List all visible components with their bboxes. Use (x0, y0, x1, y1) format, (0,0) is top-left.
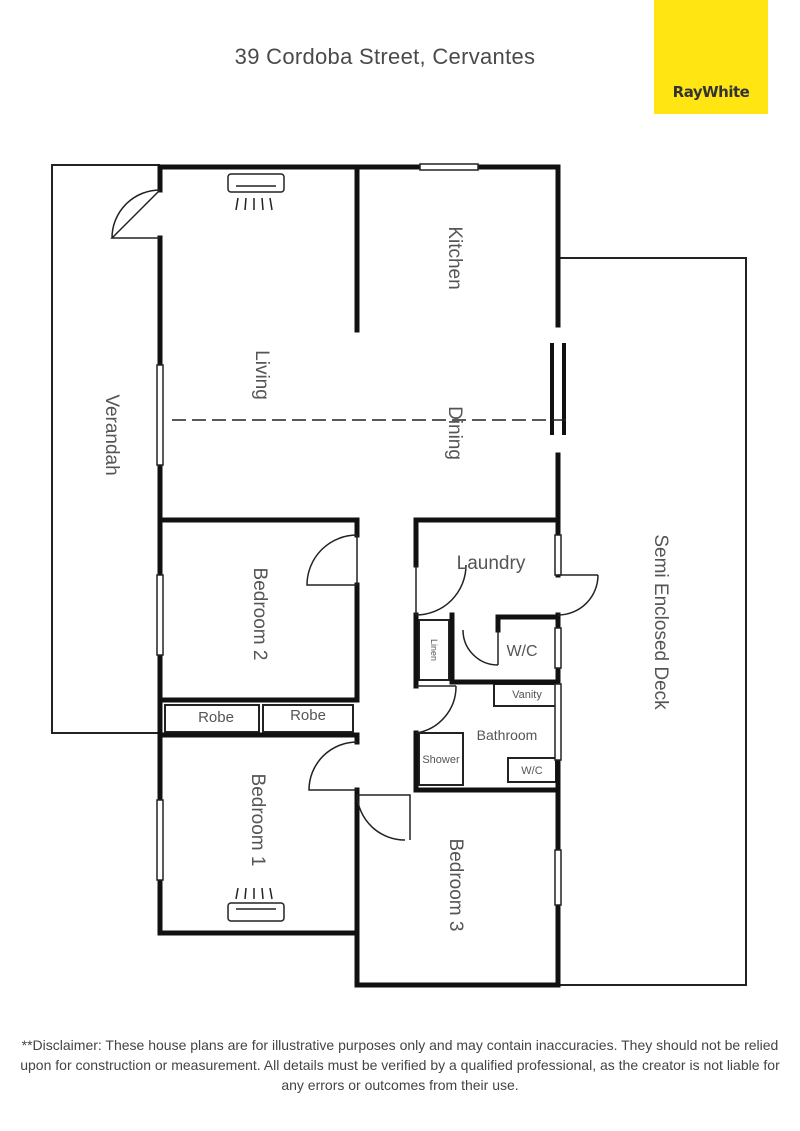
door-laundry-west (415, 564, 467, 616)
label-bathroom: Bathroom (477, 727, 538, 743)
verandah-outline (51, 164, 160, 734)
door-wc (462, 629, 499, 666)
label-dining: Dining (444, 406, 465, 460)
label-semi-enclosed-deck: Semi Enclosed Deck (650, 534, 671, 710)
label-kitchen: Kitchen (444, 226, 465, 289)
door-bed1 (308, 741, 358, 791)
robe-left-box (164, 704, 260, 733)
window-living (156, 364, 164, 466)
label-shower: Shower (422, 754, 460, 766)
label-linen: Linen (429, 639, 439, 661)
label-bedroom-1: Bedroom 1 (247, 774, 268, 867)
door-bed2 (306, 534, 358, 586)
label-vanity: Vanity (512, 689, 542, 701)
label-bedroom-3: Bedroom 3 (445, 839, 466, 932)
door-bed3 (356, 794, 411, 841)
door-swings (110, 189, 599, 841)
label-wc-bath: W/C (521, 765, 542, 777)
disclaimer-text: **Disclaimer: These house plans are for … (20, 1037, 780, 1093)
window-bed3 (554, 849, 562, 906)
window-laundry (554, 534, 562, 576)
brand-name: RayWhite (672, 83, 750, 101)
window-wc (554, 627, 562, 669)
raywhite-logo: RayWhite (654, 0, 768, 114)
windows (156, 163, 562, 906)
label-laundry: Laundry (457, 553, 526, 574)
window-bed2 (156, 574, 164, 656)
shower-stall (418, 732, 464, 786)
label-living: Living (251, 350, 272, 400)
window-bed1 (156, 799, 164, 881)
walls (157, 164, 561, 988)
sliding-door (550, 343, 566, 435)
label-robe-left: Robe (198, 709, 234, 726)
deck-outline (560, 257, 747, 986)
window-kitchen (419, 163, 479, 171)
aircon-bed1 (227, 887, 285, 922)
window-bath (554, 683, 562, 761)
door-entry (110, 189, 161, 239)
plan-title: 39 Cordoba Street, Cervantes (234, 44, 536, 69)
label-bedroom-2: Bedroom 2 (249, 568, 270, 661)
label-verandah: Verandah (101, 394, 122, 475)
label-robe-right: Robe (290, 707, 326, 724)
aircon-living (227, 173, 285, 211)
robe-right-box (262, 704, 354, 733)
linen-cupboard (418, 619, 450, 681)
door-bath (415, 685, 457, 734)
outline-thin (51, 164, 747, 986)
door-laundry-east (557, 574, 599, 616)
label-wc-laundry: W/C (506, 643, 537, 660)
